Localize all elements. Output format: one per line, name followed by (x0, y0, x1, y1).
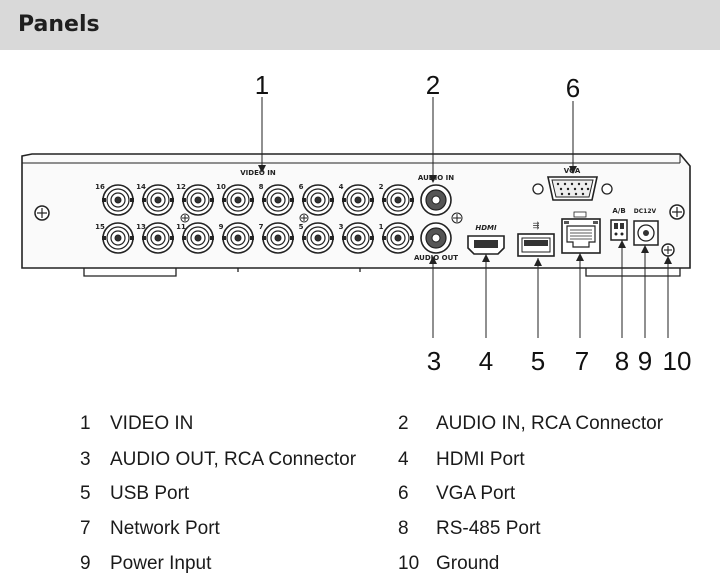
legend-item: 8 RS-485 Port (398, 518, 541, 540)
section-header: Panels (0, 0, 720, 50)
audio-out-rca-connector (420, 222, 452, 254)
video-in-panel-label: VIDEO IN (240, 169, 276, 177)
legend-item: 4 HDMI Port (398, 449, 525, 471)
bnc-number: 3 (339, 223, 344, 231)
bnc-connector (342, 222, 374, 254)
legend-number: 7 (80, 518, 91, 539)
bnc-number: 2 (379, 183, 384, 191)
callout-number: 3 (427, 346, 441, 376)
legend-label: USB Port (110, 483, 190, 504)
hdmi-logo: HDMI (475, 224, 497, 232)
legend-number: 5 (80, 483, 91, 504)
vga-port (532, 176, 613, 201)
callout-number: 6 (566, 73, 580, 103)
bnc-connector (262, 222, 294, 254)
bnc-number: 15 (95, 223, 105, 231)
bnc-connector (342, 184, 374, 216)
legend-item: 6 VGA Port (398, 483, 515, 505)
bnc-connector (302, 222, 334, 254)
bnc-connector (102, 222, 134, 254)
bnc-connector (102, 184, 134, 216)
bnc-number: 14 (136, 183, 146, 191)
legend-item: 10 Ground (398, 553, 499, 575)
video-in-connectors (102, 184, 414, 254)
bnc-number: 9 (219, 223, 224, 231)
bnc-number: 11 (176, 223, 186, 231)
legend-item: 9 Power Input (80, 553, 211, 575)
legend-number: 10 (398, 553, 420, 574)
legend-number: 8 (398, 518, 409, 539)
legend-item: 7 Network Port (80, 518, 220, 540)
bnc-connector (182, 222, 214, 254)
bnc-connector (182, 184, 214, 216)
bnc-number: 8 (259, 183, 264, 191)
callout-number: 2 (426, 70, 440, 100)
bnc-number: 6 (299, 183, 304, 191)
legend-label: Network Port (110, 518, 220, 539)
callout-number: 10 (663, 346, 692, 376)
bnc-connector (222, 184, 254, 216)
legend-label: VGA Port (436, 483, 516, 504)
legend-number: 3 (80, 449, 91, 470)
legend-number: 9 (80, 553, 91, 574)
audio-out-panel-label: AUDIO OUT (414, 254, 458, 262)
legend-item: 5 USB Port (80, 483, 189, 505)
legend-label: AUDIO OUT, RCA Connector (110, 449, 357, 470)
legend-label: VIDEO IN (110, 413, 194, 434)
usb-icon: ⇶ (533, 221, 540, 230)
ground-mark-icon (180, 213, 309, 223)
dc-panel-label: DC12V (634, 208, 657, 215)
bnc-number: 7 (259, 223, 264, 231)
bnc-number: 4 (339, 183, 344, 191)
callout-number: 4 (479, 346, 493, 376)
ground-terminal (661, 243, 675, 257)
callout-number: 5 (531, 346, 545, 376)
audio-in-panel-label: AUDIO IN (418, 174, 454, 182)
bnc-connector (142, 184, 174, 216)
usb-port: ⇶ (517, 221, 555, 257)
bnc-connector (262, 184, 294, 216)
legend-item: 2 AUDIO IN, RCA Connector (398, 413, 663, 435)
legend-number: 2 (398, 413, 409, 434)
callout-lines (261, 97, 669, 338)
bnc-number: 5 (299, 223, 304, 231)
bnc-number: 1 (379, 223, 384, 231)
legend-label: HDMI Port (436, 449, 525, 470)
ground-mark-icon (451, 212, 463, 224)
bnc-connector (142, 222, 174, 254)
legend-number: 6 (398, 483, 409, 504)
legend-label: Power Input (110, 553, 212, 574)
legend-label: Ground (436, 553, 500, 574)
bnc-number: 13 (136, 223, 146, 231)
bnc-connector (222, 222, 254, 254)
bnc-connector (302, 184, 334, 216)
legend-label: AUDIO IN, RCA Connector (436, 413, 664, 434)
network-icon (573, 211, 587, 218)
rs485-panel-label: A/B (612, 207, 625, 215)
hdmi-port (467, 235, 505, 255)
network-port (561, 211, 601, 254)
section-title: Panels (18, 12, 100, 37)
legend-label: RS-485 Port (436, 518, 541, 539)
callout-number: 8 (615, 346, 629, 376)
screw-icon (669, 204, 685, 220)
callout-arrowheads (258, 165, 672, 266)
callout-number: 7 (575, 346, 589, 376)
rs485-port (610, 219, 628, 241)
rear-panel-diagram: VIDEO IN AUDIO IN AUDIO OUT VGA HDMI A/B… (21, 70, 692, 376)
legend-item: 3 AUDIO OUT, RCA Connector (80, 449, 356, 471)
bnc-connector (382, 184, 414, 216)
bnc-number: 12 (176, 183, 186, 191)
audio-in-rca-connector (420, 184, 452, 216)
callout-number: 9 (638, 346, 652, 376)
legend-number: 1 (80, 413, 91, 434)
bnc-connector (382, 222, 414, 254)
power-input-port (633, 220, 659, 246)
callout-number: 1 (255, 70, 269, 100)
bnc-number: 10 (216, 183, 226, 191)
bnc-number: 16 (95, 183, 105, 191)
screw-icon (34, 205, 50, 221)
legend-number: 4 (398, 449, 409, 470)
legend-item: 1 VIDEO IN (80, 413, 193, 435)
